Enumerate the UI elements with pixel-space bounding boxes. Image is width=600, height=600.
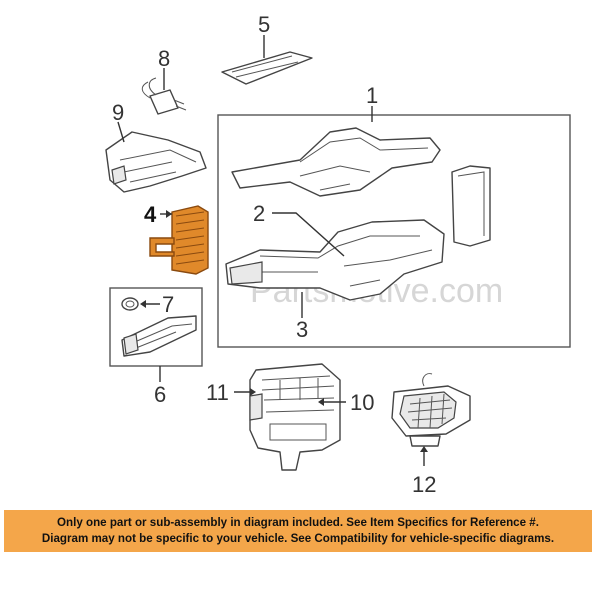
- disclaimer-banner: Only one part or sub-assembly in diagram…: [4, 510, 592, 552]
- callout-9: 9: [112, 100, 124, 125]
- part-7-ring: [121, 297, 139, 311]
- callout-12: 12: [412, 472, 436, 497]
- callout-6: 6: [154, 382, 166, 407]
- callout-4: 4: [144, 202, 157, 227]
- callout-3: 3: [296, 317, 308, 342]
- disclaimer-line-2: Diagram may not be specific to your vehi…: [41, 532, 555, 545]
- callout-7: 7: [162, 292, 174, 317]
- filter-frame: [109, 287, 203, 367]
- part-9-duct: [105, 131, 207, 193]
- part-1-filter-panel: [451, 165, 491, 247]
- callout-11-arrow: [250, 388, 256, 396]
- callout-1: 1: [366, 83, 378, 108]
- callout-2-leader: [272, 212, 345, 257]
- part-6-filter: [121, 315, 197, 357]
- disclaimer-line-1: Only one part or sub-assembly in diagram…: [57, 516, 539, 529]
- assembly-frame: [217, 114, 571, 348]
- callout-4-arrow: [166, 210, 172, 218]
- callout-12-arrow: [420, 446, 428, 452]
- part-4-heater-core: [149, 205, 209, 275]
- callout-8: 8: [158, 46, 170, 71]
- part-10-11-hvac-housing: [249, 363, 341, 471]
- callout-5: 5: [258, 12, 270, 37]
- callout-10-arrow: [318, 398, 324, 406]
- callout-9-leader: [117, 121, 125, 143]
- callout-11: 11: [206, 380, 229, 405]
- part-8-connector: [141, 77, 187, 115]
- part-5-duct: [221, 51, 313, 85]
- part-12-blower: [391, 373, 471, 447]
- part-1-case-lower: [225, 219, 445, 301]
- callout-2: 2: [253, 201, 265, 226]
- part-1-case-upper: [231, 127, 441, 197]
- callout-10: 10: [350, 390, 374, 415]
- callout-7-arrow: [140, 300, 146, 308]
